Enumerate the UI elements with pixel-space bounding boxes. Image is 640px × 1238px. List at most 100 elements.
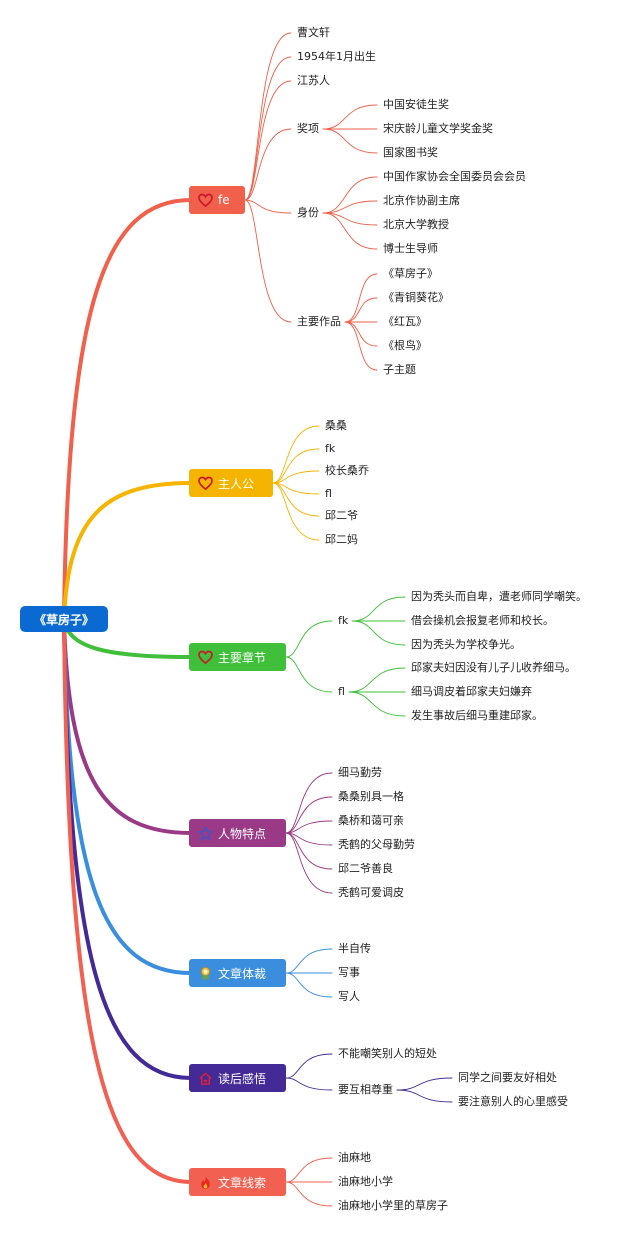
subtopic-item[interactable]: 北京大学教授 bbox=[383, 218, 449, 231]
root-branch-link bbox=[62, 481, 193, 621]
item-link bbox=[285, 832, 333, 894]
topic-item[interactable]: 邱二爷善良 bbox=[338, 862, 393, 875]
subtopic-item[interactable]: 因为秃头为学校争光。 bbox=[411, 638, 521, 651]
subtopic-item[interactable]: 《草房子》 bbox=[383, 267, 438, 280]
subtopic-item[interactable]: 《红瓦》 bbox=[383, 315, 427, 328]
branch-node[interactable]: 主人公 bbox=[189, 469, 273, 497]
subitem-link bbox=[322, 104, 378, 130]
subitem-link bbox=[396, 1077, 453, 1091]
topic-item[interactable]: 细马勤劳 bbox=[338, 766, 382, 779]
subitem-link bbox=[344, 297, 378, 323]
heart-outline-icon bbox=[197, 649, 213, 665]
subitem-link bbox=[322, 200, 378, 214]
subtopic-item[interactable]: 发生事故后细马重建邱家。 bbox=[411, 709, 543, 722]
subtopic-item[interactable]: 子主题 bbox=[383, 363, 416, 376]
branch-node[interactable]: 主要章节 bbox=[189, 643, 286, 671]
subitem-link bbox=[344, 321, 378, 371]
topic-item[interactable]: fl bbox=[338, 685, 345, 698]
subitem-link bbox=[322, 128, 378, 154]
root-node[interactable]: 《草房子》 bbox=[20, 606, 108, 632]
subtopic-item[interactable]: 《根鸟》 bbox=[383, 339, 427, 352]
topic-item[interactable]: 秃鹤可爱调皮 bbox=[338, 886, 404, 899]
subitem-link bbox=[344, 273, 378, 323]
topic-item[interactable]: 桑桑 bbox=[325, 419, 347, 432]
item-link bbox=[285, 772, 333, 834]
branch-node[interactable]: 文章线索 bbox=[189, 1168, 286, 1196]
item-link bbox=[285, 832, 333, 870]
topic-item[interactable]: 半自传 bbox=[338, 942, 371, 955]
root-branch-link bbox=[62, 198, 193, 621]
subitem-link bbox=[396, 1089, 453, 1103]
topic-item[interactable]: fk bbox=[338, 614, 349, 627]
item-link bbox=[272, 425, 320, 484]
subitem-link bbox=[351, 620, 406, 646]
subtopic-item[interactable]: 同学之间要友好相处 bbox=[458, 1071, 557, 1084]
topic-item[interactable]: 油麻地小学里的草房子 bbox=[338, 1199, 448, 1212]
topic-item[interactable]: 1954年1月出生 bbox=[297, 50, 376, 63]
item-link bbox=[244, 199, 292, 323]
topic-item[interactable]: fl bbox=[325, 487, 332, 500]
subitem-link bbox=[322, 176, 378, 214]
root-branch-link bbox=[62, 617, 193, 1184]
item-link bbox=[285, 1053, 333, 1079]
award-icon bbox=[197, 965, 213, 981]
subtopic-item[interactable]: 宋庆龄儿童文学奖金奖 bbox=[383, 122, 493, 135]
branch-label: 文章体裁 bbox=[218, 966, 267, 981]
heart-outline-icon bbox=[197, 475, 213, 491]
subtopic-item[interactable]: 博士生导师 bbox=[383, 242, 438, 255]
branch-node[interactable]: fe bbox=[189, 186, 245, 214]
topic-item[interactable]: 校长桑乔 bbox=[325, 464, 369, 477]
house-icon bbox=[197, 1070, 213, 1086]
subitem-link bbox=[322, 212, 378, 250]
subtopic-item[interactable]: 《青铜葵花》 bbox=[383, 291, 449, 304]
subtopic-item[interactable]: 国家图书奖 bbox=[383, 146, 438, 159]
topic-item[interactable]: 曹文轩 bbox=[297, 26, 330, 39]
topic-item[interactable]: 主要作品 bbox=[297, 315, 341, 328]
item-link bbox=[285, 796, 333, 834]
subtopic-item[interactable]: 因为秃头而自卑，遭老师同学嘲笑。 bbox=[411, 590, 587, 603]
topic-item[interactable]: 不能嘲笑别人的短处 bbox=[338, 1047, 437, 1060]
item-link bbox=[285, 820, 333, 834]
item-link bbox=[244, 199, 292, 214]
branch-label: 文章线索 bbox=[218, 1175, 267, 1190]
heart-outline-icon bbox=[197, 192, 213, 208]
item-link bbox=[285, 656, 333, 693]
subitem-link bbox=[322, 212, 378, 226]
item-link bbox=[244, 56, 292, 201]
subtopic-item[interactable]: 邱家夫妇因没有儿子儿收养细马。 bbox=[411, 661, 576, 674]
topic-item[interactable]: 邱二爷 bbox=[325, 509, 358, 522]
star-outline-icon bbox=[197, 825, 213, 841]
topic-item[interactable]: 桑桥和蔼可亲 bbox=[338, 814, 404, 827]
subtopic-item[interactable]: 北京作协副主席 bbox=[383, 194, 460, 207]
topic-item[interactable]: 江苏人 bbox=[297, 74, 330, 87]
subitem-link bbox=[351, 596, 406, 622]
topic-item[interactable]: 写人 bbox=[338, 990, 360, 1003]
item-link bbox=[244, 128, 292, 201]
subitem-link bbox=[348, 667, 406, 693]
subitem-link bbox=[348, 691, 406, 717]
topic-item[interactable]: 写事 bbox=[338, 966, 360, 979]
subtopic-item[interactable]: 借会操机会报复老师和校长。 bbox=[411, 614, 554, 627]
topic-item[interactable]: 油麻地小学 bbox=[338, 1175, 393, 1188]
branch-label: 主人公 bbox=[218, 476, 255, 491]
topic-item[interactable]: 奖项 bbox=[297, 122, 319, 135]
topic-item[interactable]: 要互相尊重 bbox=[338, 1083, 393, 1096]
subtopic-item[interactable]: 要注意别人的心里感受 bbox=[458, 1095, 568, 1108]
subtopic-item[interactable]: 中国安徒生奖 bbox=[383, 98, 449, 111]
topic-item[interactable]: 邱二妈 bbox=[325, 533, 358, 546]
root-branch-link bbox=[62, 617, 193, 835]
branch-node[interactable]: 读后感悟 bbox=[189, 1064, 286, 1092]
branch-node[interactable]: 人物特点 bbox=[189, 819, 286, 847]
topic-item[interactable]: fk bbox=[325, 442, 336, 455]
topic-item[interactable]: 秃鹤的父母勤劳 bbox=[338, 838, 415, 851]
item-link bbox=[272, 448, 320, 484]
branch-node[interactable]: 文章体裁 bbox=[189, 959, 286, 987]
subtopic-item[interactable]: 中国作家协会全国委员会会员 bbox=[383, 170, 526, 183]
topic-item[interactable]: 油麻地 bbox=[338, 1151, 371, 1164]
item-link bbox=[285, 948, 333, 974]
topic-item[interactable]: 身份 bbox=[297, 206, 319, 219]
branch-label: fe bbox=[218, 193, 230, 207]
subtopic-item[interactable]: 细马调皮着邱家夫妇嫌弃 bbox=[411, 685, 532, 698]
item-link bbox=[285, 1157, 333, 1183]
topic-item[interactable]: 桑桑别具一格 bbox=[338, 790, 404, 803]
